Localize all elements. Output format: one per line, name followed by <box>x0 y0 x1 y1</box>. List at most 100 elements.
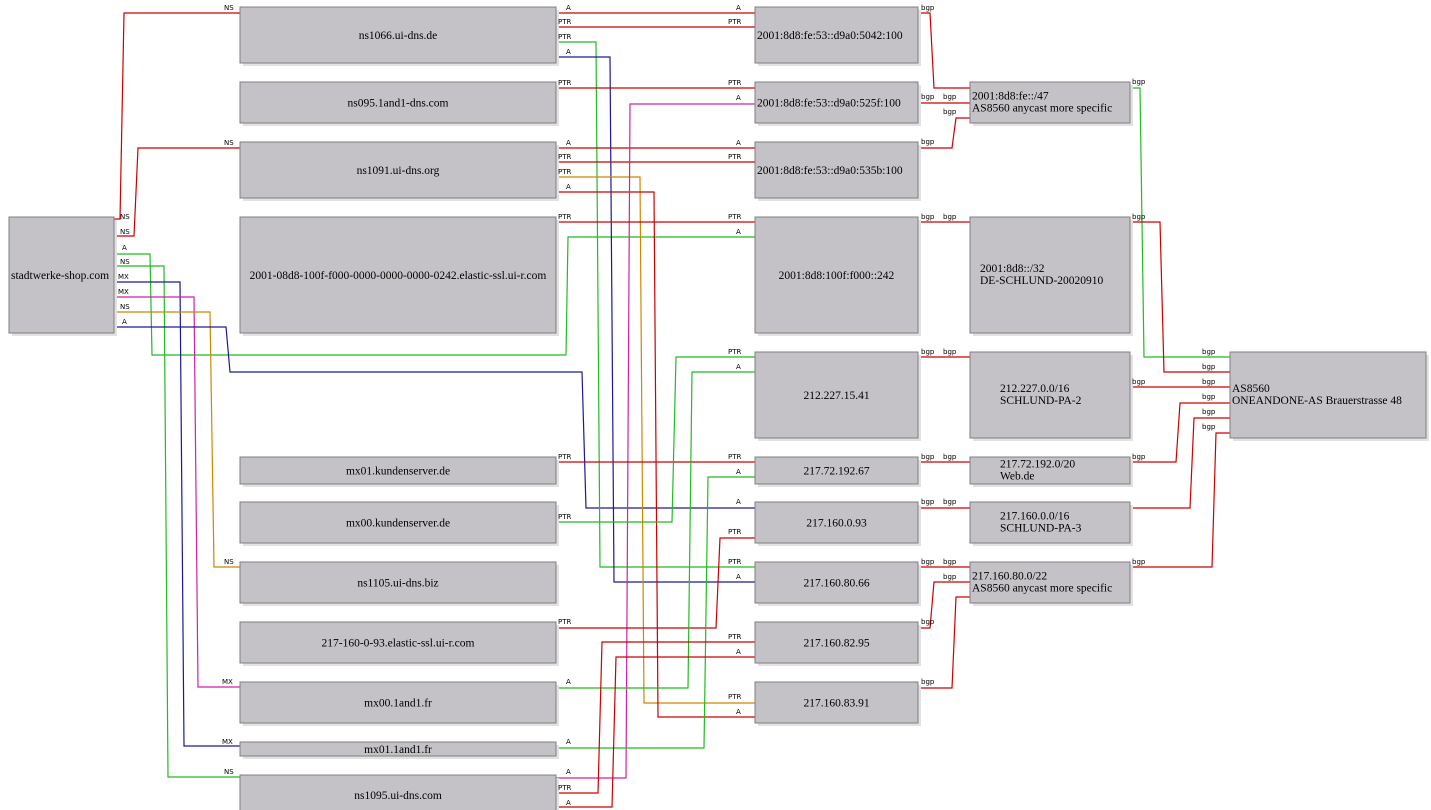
node-pfx_212[interactable] <box>969 351 1131 439</box>
edge-label-bgp: bgp <box>921 558 935 566</box>
edge-magenta-17 <box>556 103 755 779</box>
node-label-ip_525f: 2001:8d8:fe:53::d9a0:525f:100 <box>757 98 901 110</box>
edge-label-bgp: bgp <box>921 138 935 146</box>
edge-label-ptr: PTR <box>728 558 741 566</box>
node-label-pfx_217_160-1: SCHLUND-PA-3 <box>1000 523 1082 535</box>
edge-label-bgp: bgp <box>1202 378 1216 386</box>
edge-label-a: A <box>566 4 571 12</box>
edge-red-0 <box>114 12 240 220</box>
edge-magenta-5 <box>114 296 240 688</box>
edge-label-a: A <box>736 708 741 716</box>
node-ip_212[interactable] <box>754 351 919 439</box>
node-ip_82_95[interactable] <box>754 621 919 664</box>
node-pfx_217_72[interactable] <box>969 456 1131 485</box>
node-ip_242[interactable] <box>754 216 919 334</box>
node-elastic_v4[interactable] <box>239 621 557 664</box>
edge-red-1 <box>114 147 240 237</box>
node-mx01k[interactable] <box>239 456 557 485</box>
edge-label-ns: NS <box>120 228 130 236</box>
edge-label-bgp: bgp <box>921 213 935 221</box>
node-ip_217_160_0[interactable] <box>754 501 919 544</box>
node-mx01fr[interactable] <box>239 741 557 757</box>
node-ip_5042[interactable] <box>754 6 919 64</box>
node-ip_217_72[interactable] <box>754 456 919 485</box>
edge-blue-4 <box>114 281 240 747</box>
node-pfx_217_160[interactable] <box>969 501 1131 544</box>
edge-label-ns: NS <box>120 303 130 311</box>
edge-label-bgp: bgp <box>1202 408 1216 416</box>
node-ip_525f[interactable] <box>754 81 919 124</box>
node-label-ns1105: ns1105.ui-dns.biz <box>357 578 438 590</box>
edge-label-ptr: PTR <box>728 693 741 701</box>
edge-green-23 <box>556 476 755 749</box>
edge-label-a: A <box>736 363 741 371</box>
edge-label-ptr: PTR <box>728 153 741 161</box>
node-label-ns1091: ns1091.ui-dns.org <box>357 165 440 177</box>
edge-label-mx: MX <box>222 738 233 746</box>
node-label-pfx_fe-0: 2001:8d8:fe::/47 <box>972 91 1049 103</box>
edge-red-16 <box>556 191 755 718</box>
node-ns095[interactable] <box>239 81 557 124</box>
edge-label-a: A <box>566 139 571 147</box>
edge-green-2 <box>114 236 755 356</box>
edge-blue-11 <box>556 56 755 583</box>
node-ip_83_91[interactable] <box>754 681 919 724</box>
edge-label-bgp: bgp <box>943 453 957 461</box>
node-label-pfx_212-1: SCHLUND-PA-2 <box>1000 395 1082 407</box>
edge-label-bgp: bgp <box>921 678 935 686</box>
edge-layer <box>114 12 1230 808</box>
edge-red-28 <box>918 117 970 149</box>
edge-label-bgp: bgp <box>1202 393 1216 401</box>
node-label-pfx_217_72-0: 217.72.192.0/20 <box>1000 459 1075 471</box>
node-pfx_fe[interactable] <box>969 81 1131 124</box>
edge-blue-7 <box>114 326 755 509</box>
node-ns1066[interactable] <box>239 6 557 64</box>
edge-label-ns: NS <box>224 4 234 12</box>
edge-label-a: A <box>566 678 571 686</box>
node-ns1105[interactable] <box>239 561 557 604</box>
edge-label-ns: NS <box>120 213 130 221</box>
node-label-pfx_80-1: AS8560 anycast more specific <box>972 583 1112 595</box>
node-ns1091[interactable] <box>239 141 557 199</box>
edge-green-22 <box>556 371 755 689</box>
edge-green-20 <box>556 356 755 523</box>
node-ip_535b[interactable] <box>754 141 919 199</box>
edge-label-ptr: PTR <box>728 18 741 26</box>
edge-label-a: A <box>736 94 741 102</box>
edge-label-a: A <box>736 4 741 12</box>
node-ns1095[interactable] <box>239 774 557 810</box>
edge-red-34 <box>918 581 970 629</box>
edge-label-a: A <box>736 648 741 656</box>
node-label-ip_83_91: 217.160.83.91 <box>803 698 869 710</box>
node-root[interactable] <box>8 216 115 334</box>
node-label-ns095: ns095.1and1-dns.com <box>348 98 449 110</box>
edge-label-bgp: bgp <box>1202 363 1216 371</box>
edge-label-bgp: bgp <box>943 573 957 581</box>
edge-red-35 <box>918 596 970 689</box>
edge-label-bgp: bgp <box>1132 558 1146 566</box>
edge-red-40 <box>1130 417 1230 509</box>
edge-label-ns: NS <box>224 768 234 776</box>
node-label-pfx_8d8-0: 2001:8d8::/32 <box>980 263 1045 275</box>
node-pfx_8d8[interactable] <box>969 216 1131 334</box>
edge-label-ptr: PTR <box>728 348 741 356</box>
node-label-mx01fr: mx01.1and1.fr <box>364 744 432 756</box>
node-label-ip_5042: 2001:8d8:fe:53::d9a0:5042:100 <box>757 30 903 42</box>
node-label-ip_82_95: 217.160.82.95 <box>803 638 869 650</box>
node-label-ip_217_160_0: 217.160.0.93 <box>806 518 867 530</box>
node-elastic_v6[interactable] <box>239 216 557 334</box>
edge-label-bgp: bgp <box>1202 348 1216 356</box>
edge-label-a: A <box>122 244 127 252</box>
node-ip_80_66[interactable] <box>754 561 919 604</box>
edge-label-a: A <box>122 318 127 326</box>
node-label-pfx_80-0: 217.160.80.0/22 <box>972 571 1047 583</box>
node-as8560[interactable] <box>1229 351 1427 439</box>
node-mx00k[interactable] <box>239 501 557 544</box>
edge-label-bgp: bgp <box>921 453 935 461</box>
edge-label-bgp: bgp <box>943 498 957 506</box>
node-mx00fr[interactable] <box>239 681 557 724</box>
edge-label-a: A <box>736 228 741 236</box>
node-pfx_80[interactable] <box>969 561 1131 604</box>
node-label-elastic_v4: 217-160-0-93.elastic-ssl.ui-r.com <box>322 638 475 650</box>
node-label-ip_217_72: 217.72.192.67 <box>803 466 869 478</box>
